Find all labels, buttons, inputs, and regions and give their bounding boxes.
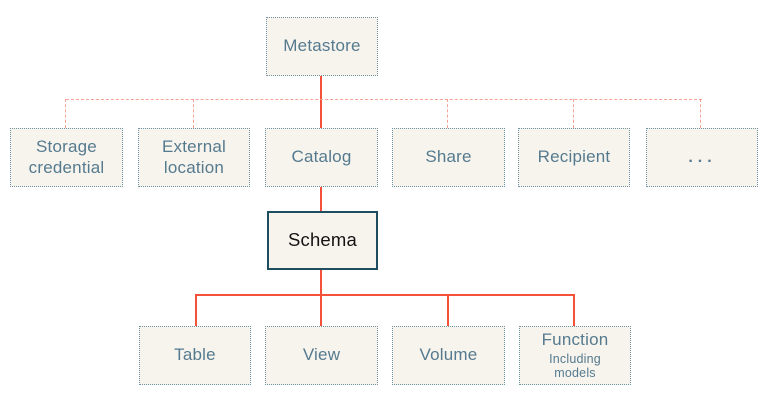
node-metastore-label: Metastore	[283, 36, 361, 56]
connector-catalog-schema	[320, 187, 322, 211]
node-volume-label: Volume	[419, 345, 478, 365]
node-volume: Volume	[392, 326, 505, 385]
node-share-label: Share	[425, 147, 472, 167]
connector-drop-ellipsis	[700, 99, 701, 128]
node-external-location-label: External location	[162, 136, 226, 177]
connector-drop-view	[320, 294, 322, 326]
connector-drop-volume	[447, 294, 449, 326]
connector-schema-spread	[196, 294, 575, 296]
connector-metastore-down	[320, 76, 322, 128]
connector-drop-share	[447, 99, 448, 128]
node-catalog: Catalog	[265, 128, 378, 187]
node-share: Share	[392, 128, 505, 187]
node-ellipsis-label: ...	[688, 148, 717, 166]
node-external-location: External location	[138, 128, 250, 187]
node-table-label: Table	[174, 345, 216, 365]
connector-schema-down	[320, 270, 322, 295]
node-function-label: Function	[541, 330, 609, 350]
node-function: Function Including models	[519, 326, 631, 385]
connector-drop-table	[195, 294, 197, 326]
connector-drop-external-location	[193, 99, 194, 128]
node-storage-credential-label: Storage credential	[28, 136, 105, 177]
node-schema: Schema	[267, 211, 378, 270]
node-ellipsis: ...	[646, 128, 758, 187]
connector-drop-function	[573, 294, 575, 326]
node-view-label: View	[302, 345, 341, 365]
node-view: View	[265, 326, 378, 385]
node-catalog-label: Catalog	[291, 147, 352, 167]
connector-drop-recipient	[573, 99, 574, 128]
node-function-sublabel: Including models	[549, 351, 601, 381]
connector-metastore-spread	[66, 99, 702, 100]
node-table: Table	[139, 326, 251, 385]
node-recipient-label: Recipient	[537, 147, 611, 167]
connector-drop-storage-credential	[65, 99, 66, 128]
node-storage-credential: Storage credential	[10, 128, 123, 187]
node-metastore: Metastore	[266, 17, 378, 76]
node-recipient: Recipient	[518, 128, 630, 187]
node-schema-label: Schema	[287, 229, 358, 251]
